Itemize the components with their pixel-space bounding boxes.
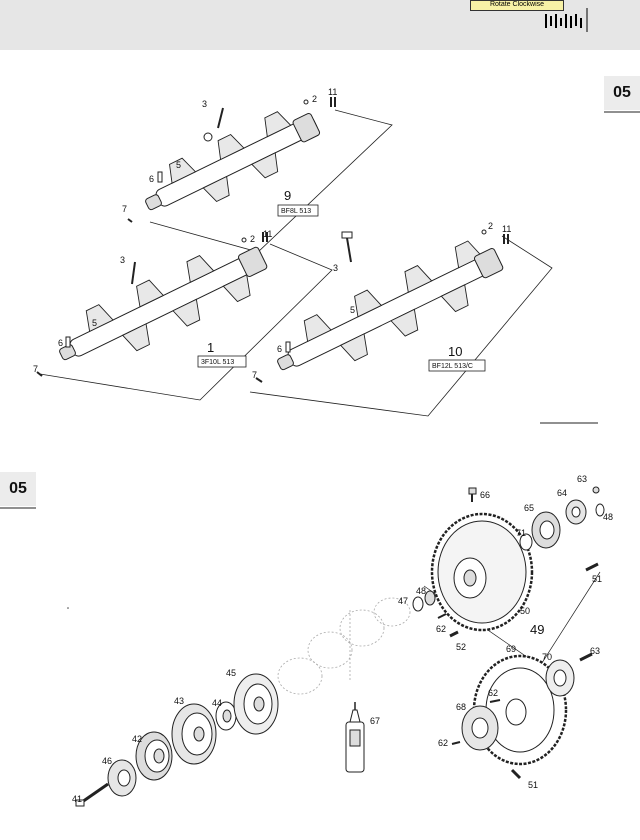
part-callout: 48 (603, 512, 613, 522)
part-callout: 67 (370, 716, 380, 726)
part-callout: 71 (516, 528, 526, 538)
part-callout: 6 (277, 344, 282, 354)
front-pulley-assembly: 41 46 42 43 44 45 67 (72, 597, 411, 807)
flywheel-assembly: 66 65 64 63 48 71 51 47 48 62 52 50 49 (398, 474, 613, 667)
part-callout: 62 (488, 688, 498, 698)
crankshaft-bf8l: 3 2 11 5 6 7 9 BF8L 513 (122, 87, 393, 253)
section-tab-left: 05 (0, 472, 36, 506)
part-callout: 7 (33, 364, 38, 374)
crankshaft-bf12l: 3 2 11 5 6 7 10 BF12L 513/C (249, 221, 553, 417)
engine-code: BF8L 513 (281, 208, 311, 215)
part-callout: 5 (176, 160, 181, 170)
assembly-callout: 10 (448, 344, 462, 359)
assembly-callout: 9 (284, 188, 291, 203)
part-callout: 51 (528, 780, 538, 790)
part-callout: 50 (520, 606, 530, 616)
part-callout: 68 (456, 702, 466, 712)
part-callout: 62 (438, 738, 448, 748)
section-tab-right: 05 (604, 76, 640, 110)
part-callout: 47 (398, 596, 408, 606)
part-callout: 46 (102, 756, 112, 766)
part-callout: 2 (250, 234, 255, 244)
engine-code: BF12L 513/C (432, 363, 473, 370)
part-callout: 7 (252, 370, 257, 380)
assembly-callout: 49 (530, 622, 544, 637)
part-callout: 63 (577, 474, 587, 484)
ring-gear-assembly: 69 70 63 68 62 62 51 (438, 644, 600, 790)
part-callout: 3 (120, 255, 125, 265)
part-callout: 5 (92, 318, 97, 328)
part-callout: 6 (58, 338, 63, 348)
part-callout: 65 (524, 503, 534, 513)
part-callout: 69 (506, 644, 516, 654)
part-callout: 44 (212, 698, 222, 708)
part-callout: 11 (263, 229, 272, 239)
part-callout: 11 (328, 87, 337, 97)
part-callout: 48 (416, 586, 426, 596)
part-callout: 6 (149, 174, 154, 184)
part-callout: 64 (557, 488, 567, 498)
barcode-logo-icon (545, 8, 588, 32)
assembly-callout: 1 (207, 340, 214, 355)
part-callout: 7 (122, 204, 127, 214)
part-callout: 43 (174, 696, 184, 706)
part-callout: 41 (72, 794, 82, 804)
part-callout: 2 (312, 94, 317, 104)
engine-code: 3F10L 513 (201, 359, 234, 366)
part-callout: 52 (456, 642, 466, 652)
part-callout: 51 (592, 574, 602, 584)
part-callout: 3 (333, 263, 338, 273)
part-callout: 66 (480, 490, 490, 500)
part-callout: 42 (132, 734, 142, 744)
part-callout: 5 (350, 305, 355, 315)
crankshaft-bf10l: 3 2 11 5 6 7 1 3F10L 513 (33, 229, 333, 401)
part-callout: 70 (542, 652, 552, 662)
part-callout: 2 (488, 221, 493, 231)
rotate-clockwise-button[interactable]: Rotate Clockwise (470, 0, 564, 11)
part-callout: 63 (590, 646, 600, 656)
part-callout: 62 (436, 624, 446, 634)
part-callout: 45 (226, 668, 236, 678)
part-callout: 3 (202, 99, 207, 109)
part-callout: 11 (502, 224, 511, 234)
